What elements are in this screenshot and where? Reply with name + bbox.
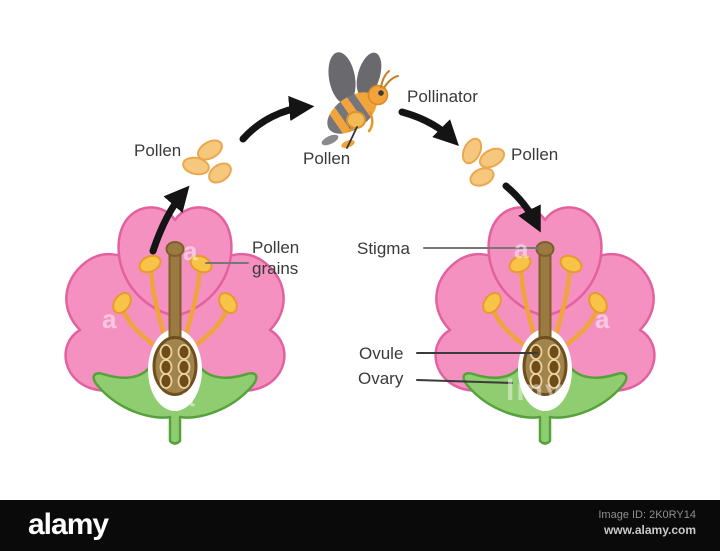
bee-icon: [319, 52, 399, 149]
arrow-bee-to-pollen: [398, 108, 459, 146]
label-stigma: Stigma: [357, 239, 410, 258]
bee-pollen-pointer-line: [346, 126, 358, 149]
label-pollen-on-bee: Pollen: [303, 149, 351, 168]
label-ovary: Ovary: [358, 369, 404, 388]
image-id-text: Image ID: 2K0RY14: [598, 509, 696, 521]
arrow-flower-to-pollen: [149, 185, 190, 255]
arrow-pollen-to-bee: [239, 95, 315, 143]
ovary-pointer-line: [416, 379, 513, 384]
alamy-footer-bar: alamy Image ID: 2K0RY14 www.alamy.com: [0, 500, 720, 551]
pollen-grains-left: [182, 139, 232, 184]
alamy-website-text: www.alamy.com: [603, 523, 696, 537]
alamy-logo: alamy: [28, 508, 109, 541]
label-pollen-left: Pollen: [134, 141, 182, 160]
right-flower: [436, 207, 655, 443]
label-pollen-grains: Pollen grains: [252, 238, 300, 278]
pollen-grains-right: [461, 137, 506, 187]
arrow-pollen-to-stigma: [502, 182, 541, 233]
label-ovule: Ovule: [359, 344, 404, 363]
label-pollen-right: Pollen: [511, 145, 559, 164]
label-pollinator: Pollinator: [407, 87, 478, 106]
